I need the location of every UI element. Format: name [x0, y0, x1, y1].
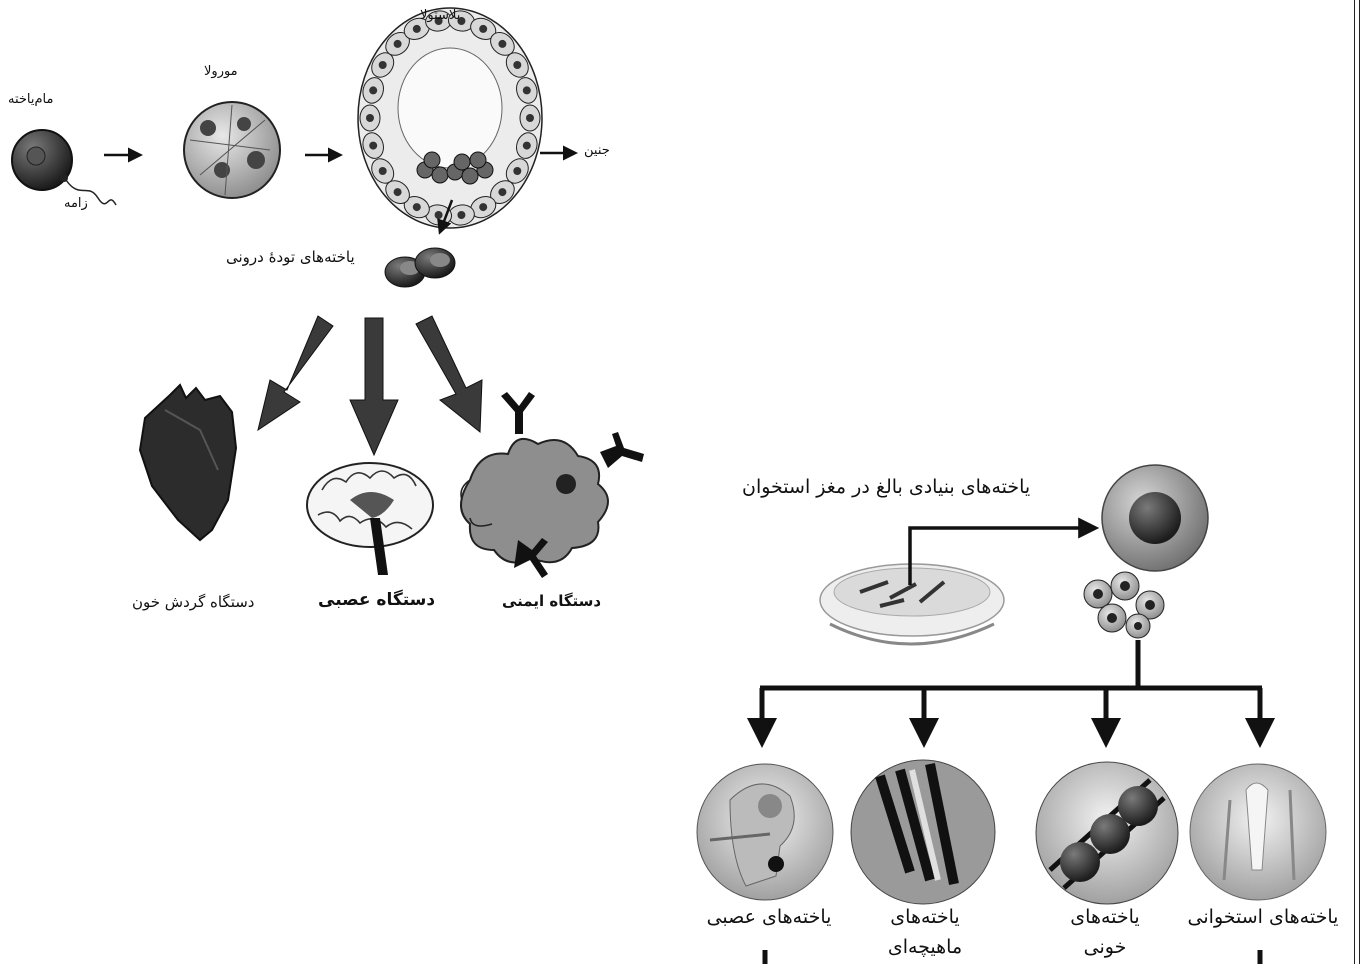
zygote-cell [12, 130, 116, 205]
small-blood-cells [1084, 572, 1164, 638]
blastula-cell [358, 8, 542, 228]
blood-cells-circle [1036, 762, 1178, 904]
embryo-label: جنین [584, 143, 610, 158]
circulatory-system-label: دستگاه گردش خون [132, 593, 254, 611]
muscle-cells-label-1: یاخته‌های [860, 906, 990, 928]
adult-stem-cell [1102, 465, 1208, 571]
muscle-cells-label-2: ماهیچه‌ای [860, 936, 990, 958]
inner-mass-label: یاخته‌های تودهٔ درونی [226, 248, 355, 266]
sperm-tail-label: زامه [64, 196, 88, 211]
nerve-cells-label: یاخته‌های عصبی [694, 906, 844, 928]
muscle-cells-circle [851, 760, 995, 904]
zygote-label: مام‌یاخته [8, 92, 53, 107]
system-arrows [258, 316, 482, 455]
nervous-system-label: دستگاه عصبی [318, 590, 435, 610]
inner-mass-cells [385, 248, 455, 287]
bone-cells-circle [1190, 764, 1326, 900]
brain-icon [307, 463, 433, 575]
adult-stem-cells-title: یاخته‌های بنیادی بالغ در مغز استخوان [742, 476, 1030, 498]
morula-label: مورولا [204, 64, 238, 79]
bone-cells-label: یاخته‌های استخوانی [1178, 906, 1348, 928]
blood-cells-label-1: یاخته‌های [1050, 906, 1160, 928]
immune-system-label: دستگاه ایمنی [502, 592, 601, 610]
blastula-label: بلاستولا [420, 8, 460, 23]
immune-cell-icon [461, 392, 644, 578]
heart-icon [140, 385, 236, 540]
page-edge-border [1354, 0, 1360, 964]
morula-cell [184, 102, 280, 198]
bone-marrow-dish [820, 564, 1004, 644]
nerve-cells-circle [697, 764, 833, 900]
blood-cells-label-2: خونی [1050, 936, 1160, 958]
